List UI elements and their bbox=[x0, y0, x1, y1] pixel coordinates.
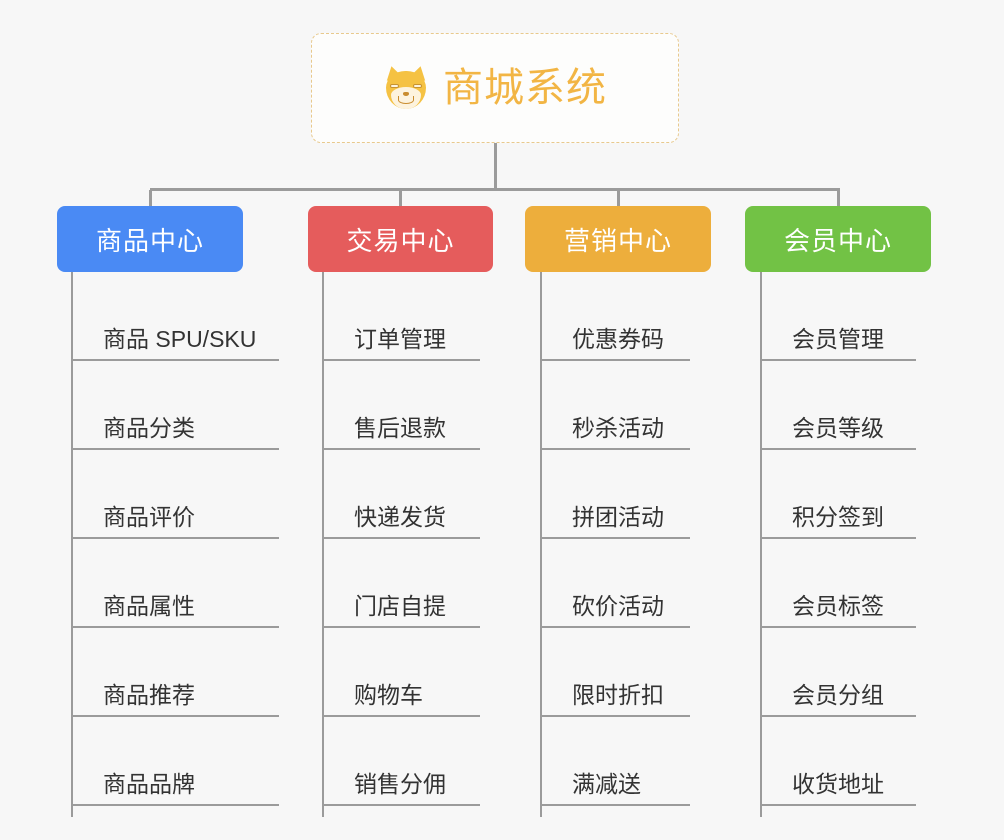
branch-node-trade-center[interactable]: 交易中心 bbox=[308, 206, 493, 272]
leaf-item[interactable]: 订单管理 bbox=[322, 272, 480, 361]
leaf-item-label: 售后退款 bbox=[354, 414, 446, 441]
leaf-item-label: 商品品牌 bbox=[103, 770, 195, 797]
branch-node-member-center[interactable]: 会员中心 bbox=[745, 206, 931, 272]
branch-label: 交易中心 bbox=[346, 225, 455, 256]
branch-label: 商品中心 bbox=[95, 225, 204, 256]
column-trunk-line bbox=[322, 272, 324, 817]
leaf-item-label: 快递发货 bbox=[354, 503, 446, 530]
branch-node-product-center[interactable]: 商品中心 bbox=[57, 206, 243, 272]
leaf-item-label: 门店自提 bbox=[354, 592, 446, 619]
leaf-column-marketing-center: 优惠券码 秒杀活动 拼团活动 砍价活动 限时折扣 满减送 bbox=[540, 272, 690, 817]
leaf-item[interactable]: 商品评价 bbox=[71, 450, 279, 539]
leaf-item[interactable]: 积分签到 bbox=[760, 450, 916, 539]
leaf-item-label: 销售分佣 bbox=[354, 770, 446, 797]
leaf-item-label: 秒杀活动 bbox=[572, 414, 664, 441]
leaf-item-label: 商品评价 bbox=[103, 503, 195, 530]
root-node[interactable]: 商城系统 bbox=[311, 33, 679, 143]
column-trunk-line bbox=[71, 272, 73, 817]
leaf-item-label: 满减送 bbox=[572, 770, 641, 797]
leaf-item-label: 收货地址 bbox=[792, 770, 884, 797]
leaf-item[interactable]: 会员管理 bbox=[760, 272, 916, 361]
leaf-item[interactable]: 拼团活动 bbox=[540, 450, 690, 539]
leaf-item-label: 会员分组 bbox=[792, 681, 884, 708]
leaf-item[interactable]: 商品属性 bbox=[71, 539, 279, 628]
leaf-item-label: 商品 SPU/SKU bbox=[103, 325, 257, 352]
connector-drop-3 bbox=[617, 190, 620, 207]
column-trunk-line bbox=[760, 272, 762, 817]
leaf-item[interactable]: 商品推荐 bbox=[71, 628, 279, 717]
leaf-item-label: 优惠券码 bbox=[572, 325, 664, 352]
leaf-item[interactable]: 销售分佣 bbox=[322, 717, 480, 806]
leaf-item[interactable]: 会员等级 bbox=[760, 361, 916, 450]
leaf-item-label: 购物车 bbox=[354, 681, 423, 708]
root-node-label: 商城系统 bbox=[443, 66, 607, 110]
leaf-item[interactable]: 砍价活动 bbox=[540, 539, 690, 628]
leaf-item-label: 拼团活动 bbox=[572, 503, 664, 530]
connector-horizontal-bar bbox=[150, 188, 840, 191]
leaf-column-trade-center: 订单管理 售后退款 快递发货 门店自提 购物车 销售分佣 bbox=[322, 272, 480, 817]
leaf-item[interactable]: 商品 SPU/SKU bbox=[71, 272, 279, 361]
branch-label: 营销中心 bbox=[563, 225, 672, 256]
leaf-item-label: 商品推荐 bbox=[103, 681, 195, 708]
leaf-item[interactable]: 优惠券码 bbox=[540, 272, 690, 361]
leaf-item-label: 限时折扣 bbox=[572, 681, 664, 708]
leaf-item[interactable]: 售后退款 bbox=[322, 361, 480, 450]
leaf-item[interactable]: 会员标签 bbox=[760, 539, 916, 628]
leaf-item-label: 砍价活动 bbox=[572, 592, 664, 619]
leaf-item[interactable]: 快递发货 bbox=[322, 450, 480, 539]
leaf-item[interactable]: 商品分类 bbox=[71, 361, 279, 450]
leaf-item-label: 会员管理 bbox=[792, 325, 884, 352]
leaf-item-label: 商品属性 bbox=[103, 592, 195, 619]
leaf-item-label: 会员标签 bbox=[792, 592, 884, 619]
leaf-item[interactable]: 限时折扣 bbox=[540, 628, 690, 717]
shiba-inu-dog-face-icon bbox=[383, 64, 429, 111]
leaf-item[interactable]: 会员分组 bbox=[760, 628, 916, 717]
branch-label: 会员中心 bbox=[783, 225, 892, 256]
connector-drop-2 bbox=[399, 190, 402, 207]
leaf-item[interactable]: 购物车 bbox=[322, 628, 480, 717]
leaf-item-label: 商品分类 bbox=[103, 414, 195, 441]
leaf-item-label: 会员等级 bbox=[792, 414, 884, 441]
leaf-item[interactable]: 门店自提 bbox=[322, 539, 480, 628]
leaf-column-member-center: 会员管理 会员等级 积分签到 会员标签 会员分组 收货地址 bbox=[760, 272, 916, 817]
leaf-item[interactable]: 满减送 bbox=[540, 717, 690, 806]
leaf-item-label: 积分签到 bbox=[792, 503, 884, 530]
leaf-item-label: 订单管理 bbox=[354, 325, 446, 352]
column-trunk-line bbox=[540, 272, 542, 817]
connector-drop-1 bbox=[149, 190, 152, 207]
connector-root-stem bbox=[494, 143, 497, 190]
branch-node-marketing-center[interactable]: 营销中心 bbox=[525, 206, 711, 272]
connector-drop-4 bbox=[837, 190, 840, 207]
leaf-column-product-center: 商品 SPU/SKU 商品分类 商品评价 商品属性 商品推荐 商品品牌 bbox=[71, 272, 279, 817]
leaf-item[interactable]: 秒杀活动 bbox=[540, 361, 690, 450]
leaf-item[interactable]: 商品品牌 bbox=[71, 717, 279, 806]
leaf-item[interactable]: 收货地址 bbox=[760, 717, 916, 806]
